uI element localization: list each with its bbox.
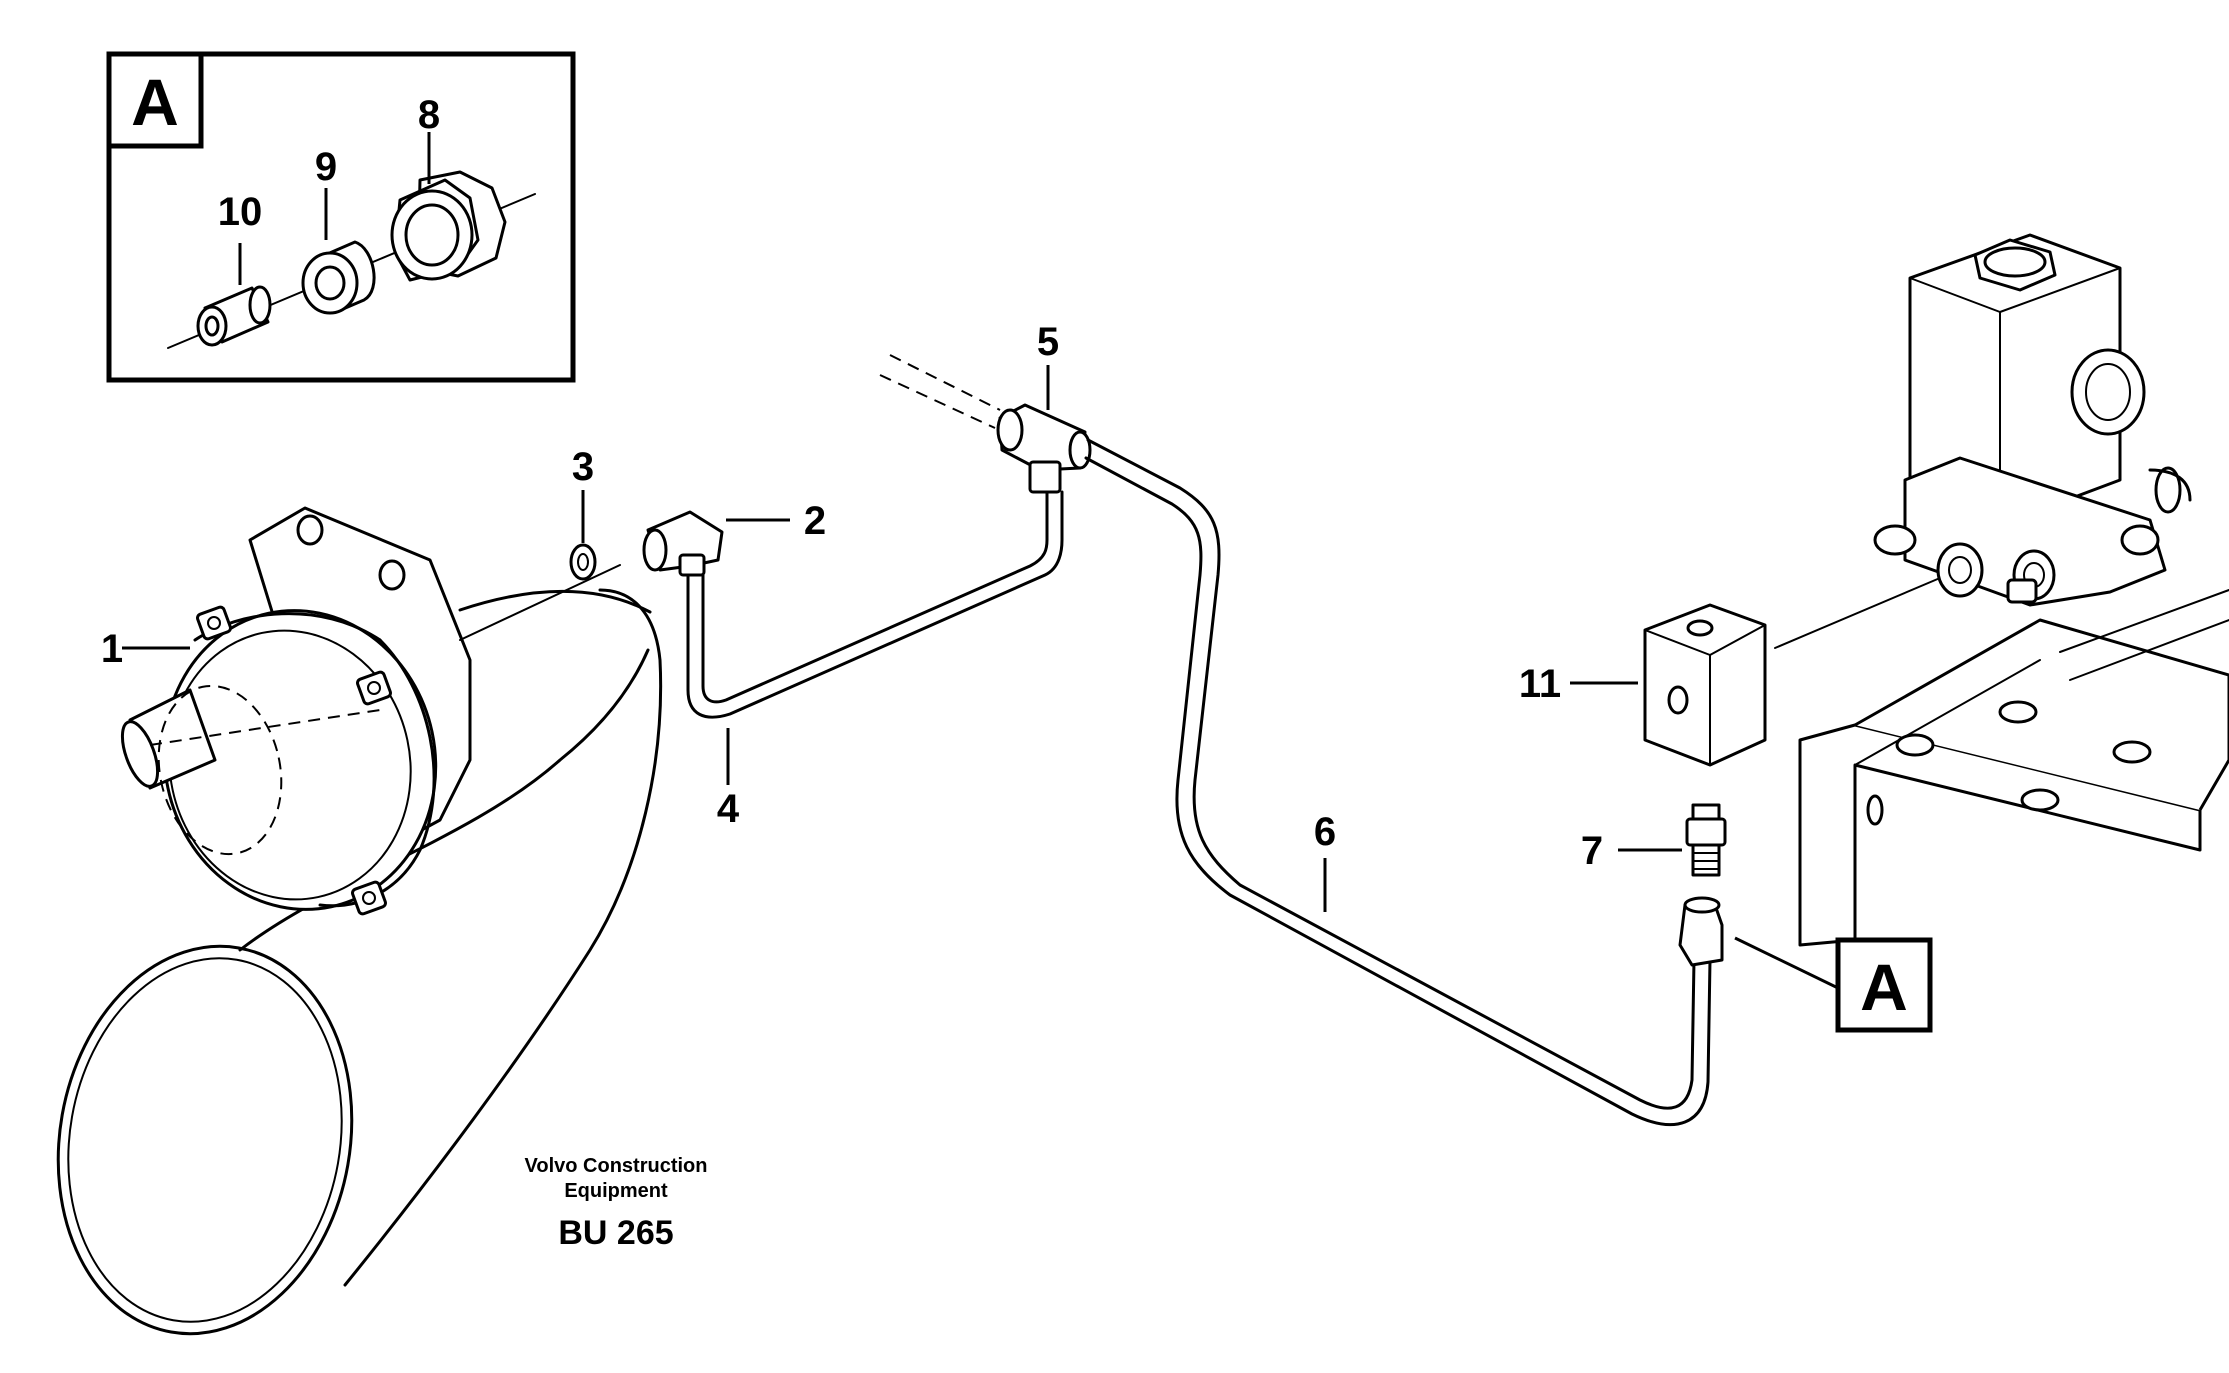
brand-line-2: Equipment <box>564 1180 668 1202</box>
detail-a-letter-box <box>106 51 204 149</box>
callout-11: 11 <box>1519 662 1561 706</box>
hose-4 <box>686 490 1064 719</box>
callout-2: 2 <box>804 499 826 543</box>
connection-block <box>1643 603 1767 767</box>
sleeve-insert-part <box>196 285 272 347</box>
compression-ring-part <box>301 240 376 315</box>
callout-8: 8 <box>418 93 440 137</box>
detail-a-reference-letter: A <box>1860 950 1908 1024</box>
callout-9: 9 <box>315 145 337 189</box>
pipe-6 <box>1084 438 1712 1127</box>
drawing-code: BU 265 <box>558 1214 673 1252</box>
nipple-7 <box>1685 803 1727 877</box>
mounting-bracket <box>1798 589 2229 947</box>
callout-7: 7 <box>1581 829 1603 873</box>
solenoid-valve <box>1873 233 2192 607</box>
callout-10: 10 <box>218 190 263 234</box>
detail-a-reference: A <box>1734 936 1933 1033</box>
branding: Volvo Construction Equipment BU 265 <box>525 1155 708 1252</box>
callout-4: 4 <box>717 787 740 831</box>
callout-3: 3 <box>572 445 594 489</box>
brand-line-1: Volvo Construction <box>525 1155 708 1177</box>
callout-6: 6 <box>1314 810 1336 854</box>
union-nut-part <box>390 170 507 282</box>
detail-a-letter: A <box>131 65 179 139</box>
elbow-fitting <box>642 510 724 577</box>
callout-1: 1 <box>101 627 123 671</box>
callout-5: 5 <box>1037 320 1059 364</box>
tee-fitting <box>996 403 1092 494</box>
detail-a-inset: A 10 9 8 <box>106 51 576 383</box>
pipe-end-nut <box>1678 896 1724 967</box>
sealing-washer <box>569 543 597 581</box>
air-horn <box>56 506 663 1336</box>
